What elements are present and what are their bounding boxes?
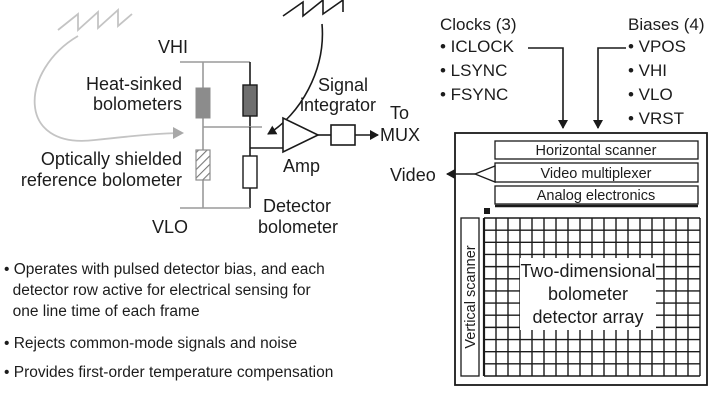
vlo-label: VLO bbox=[152, 217, 188, 237]
radiation-zigzag-right bbox=[282, 0, 344, 18]
svg-text:Biases (4): Biases (4) bbox=[628, 15, 705, 34]
amp-triangle bbox=[282, 116, 320, 154]
heat-sinked-label-line1: Heat-sinked bbox=[86, 74, 182, 94]
svg-text:• ICLOCK: • ICLOCK bbox=[440, 37, 515, 56]
svg-text:• Operates with pulsed detecto: • Operates with pulsed detector bias, an… bbox=[4, 261, 325, 278]
video-label: Video bbox=[390, 165, 436, 185]
array-label-line2: bolometer bbox=[548, 284, 628, 304]
heat-sinked-bolometer-right bbox=[242, 84, 258, 117]
horizontal-scanner-box bbox=[494, 140, 699, 160]
analog-electronics-label: Analog electronics bbox=[537, 188, 656, 204]
horizontal-scanner-label: Horizontal scanner bbox=[536, 143, 657, 159]
amp-label: Amp bbox=[283, 156, 320, 176]
integrator-label-line1: Signal bbox=[318, 75, 368, 95]
vhi-label: VHI bbox=[158, 37, 188, 57]
heat-sinked-label-line2: bolometers bbox=[93, 94, 182, 114]
svg-text:• LSYNC: • LSYNC bbox=[440, 61, 507, 80]
shielded-label-line1: Optically shielded bbox=[41, 149, 182, 169]
vertical-scanner-box bbox=[460, 217, 480, 377]
shielded-label-line2: reference bolometer bbox=[21, 170, 182, 190]
integrator-label-line2: integrator bbox=[300, 95, 376, 115]
array-corner-marker bbox=[484, 208, 490, 214]
array-label-line1: Two-dimensional bbox=[520, 261, 655, 281]
clocks-arrow bbox=[528, 47, 568, 129]
gray-radiation-curve bbox=[33, 35, 184, 142]
analog-electronics-box bbox=[494, 185, 699, 205]
biases-arrow bbox=[593, 47, 626, 129]
array-label-backdrop bbox=[520, 258, 656, 330]
svg-text:one line time of each frame: one line time of each frame bbox=[4, 303, 200, 320]
video-buffer-triangle bbox=[473, 165, 496, 183]
to-mux-label-line2: MUX bbox=[380, 125, 420, 145]
svg-text:• Provides first-order tempera: • Provides first-order temperature compe… bbox=[4, 364, 333, 381]
svg-text:• Rejects common-mode signals: • Rejects common-mode signals and noise bbox=[4, 335, 297, 352]
shielded-reference-bolometer bbox=[195, 149, 211, 181]
svg-text:Clocks (3): Clocks (3) bbox=[440, 15, 517, 34]
detector-bolometer bbox=[242, 155, 258, 189]
detector-label-line2: bolometer bbox=[258, 217, 338, 237]
heat-sinked-bolometer-left bbox=[195, 87, 211, 119]
array-label-line3: detector array bbox=[532, 307, 643, 327]
black-radiation-curve bbox=[267, 23, 324, 135]
svg-text:• VPOS: • VPOS bbox=[628, 37, 686, 56]
vertical-scanner-label: Vertical scanner bbox=[463, 245, 479, 348]
radiation-zigzag-left bbox=[57, 7, 133, 33]
svg-text:• VLO: • VLO bbox=[628, 85, 673, 104]
video-multiplexer-label: Video multiplexer bbox=[541, 166, 652, 182]
biases-list: Biases (4) • VPOS • VHI • VLO • VRST bbox=[628, 15, 705, 128]
detector-label-line1: Detector bbox=[263, 196, 331, 216]
svg-text:• VHI: • VHI bbox=[628, 61, 667, 80]
svg-text:• FSYNC: • FSYNC bbox=[440, 85, 508, 104]
svg-text:• VRST: • VRST bbox=[628, 109, 684, 128]
bullet-list: • Operates with pulsed detector bias, an… bbox=[4, 261, 333, 381]
svg-text:detector row active for electr: detector row active for electrical sensi… bbox=[4, 282, 311, 299]
circuit-wiring bbox=[180, 61, 379, 209]
signal-integrator-box bbox=[330, 124, 356, 146]
clocks-list: Clocks (3) • ICLOCK • LSYNC • FSYNC bbox=[440, 15, 517, 104]
to-mux-label-line1: To bbox=[390, 103, 409, 123]
